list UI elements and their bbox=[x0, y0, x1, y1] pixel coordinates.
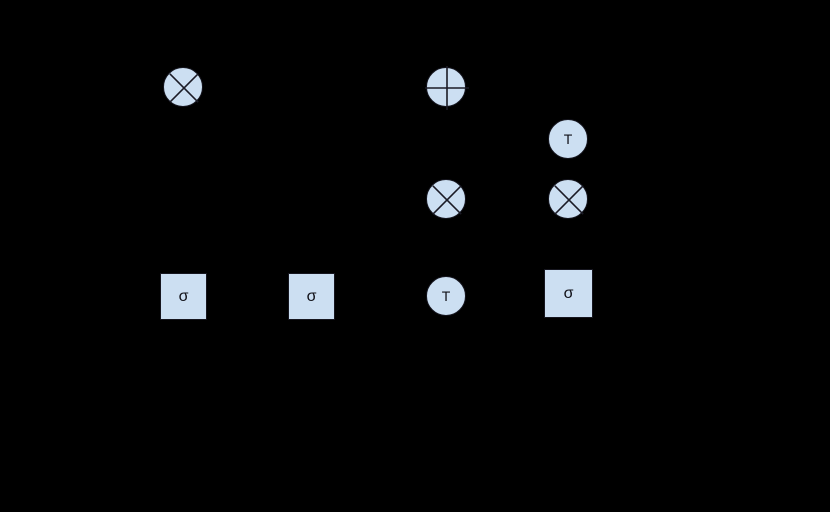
x-cross-icon bbox=[432, 185, 462, 215]
sigma-square-node[interactable]: σ bbox=[544, 269, 593, 318]
plus-circle-node[interactable] bbox=[425, 66, 469, 110]
x-cross-icon bbox=[554, 185, 584, 215]
tau-circle-node[interactable]: T bbox=[548, 119, 588, 159]
sigma-square-node[interactable]: σ bbox=[288, 273, 335, 320]
x-circle-node[interactable] bbox=[426, 179, 466, 219]
tau-circle-node[interactable]: T bbox=[426, 276, 466, 316]
node-label: σ bbox=[178, 287, 189, 305]
node-label: σ bbox=[563, 284, 574, 302]
sigma-square-node[interactable]: σ bbox=[160, 273, 207, 320]
node-label: T bbox=[563, 131, 573, 147]
x-cross-icon bbox=[169, 73, 199, 103]
x-circle-node[interactable] bbox=[163, 67, 203, 107]
x-circle-node[interactable] bbox=[548, 179, 588, 219]
plus-cross-icon bbox=[425, 66, 469, 110]
node-label: σ bbox=[306, 287, 317, 305]
node-label: T bbox=[441, 288, 451, 304]
